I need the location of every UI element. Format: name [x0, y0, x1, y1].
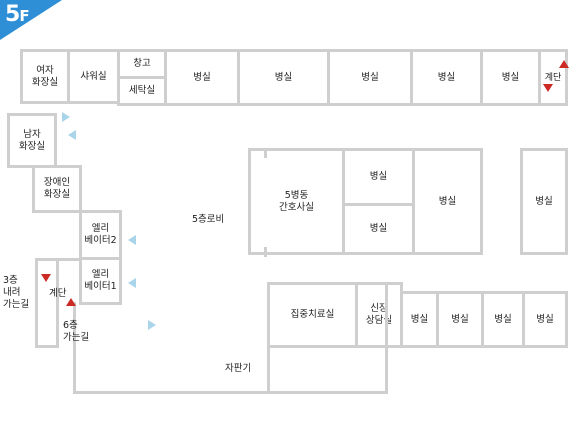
- intensive-care-room[interactable]: 집중치료실: [267, 282, 358, 348]
- ward-top-2[interactable]: 병실: [237, 49, 330, 106]
- floor-badge: [0, 0, 62, 40]
- storage-room[interactable]: 창고: [117, 49, 167, 79]
- ward-top-3[interactable]: 병실: [327, 49, 413, 106]
- wall: [35, 345, 59, 348]
- ward-center-2[interactable]: 병실: [342, 203, 415, 255]
- direction-marker-icon: [148, 320, 156, 330]
- wall: [73, 302, 76, 394]
- ward-bottom-4[interactable]: 병실: [522, 291, 568, 348]
- wall: [73, 391, 388, 394]
- counseling-room[interactable]: 신장 상담실: [355, 282, 403, 348]
- stairs-west-label: 계단: [49, 288, 67, 299]
- elevator-2[interactable]: 엘리 베이터2: [79, 210, 122, 260]
- ward-top-1[interactable]: 병실: [164, 49, 240, 106]
- ward-top-4[interactable]: 병실: [410, 49, 483, 106]
- accessible-restroom[interactable]: 장애인 화장실: [32, 165, 82, 213]
- ward-bottom-1[interactable]: 병실: [400, 291, 439, 348]
- wall: [56, 258, 59, 348]
- womens-restroom[interactable]: 여자 화장실: [20, 49, 70, 104]
- elevator-1[interactable]: 엘리 베이터1: [79, 257, 122, 305]
- wall: [35, 258, 38, 348]
- direction-marker-icon: [62, 112, 70, 122]
- wall: [264, 247, 267, 257]
- stairs-down-arrow-icon: [543, 84, 553, 92]
- ward-top-5[interactable]: 병실: [480, 49, 541, 106]
- nurse-station[interactable]: 5병동 간호사실: [248, 148, 345, 255]
- lobby-label: 5층로비: [192, 214, 225, 225]
- stairs-east[interactable]: 계단: [538, 49, 568, 106]
- stairs-down-arrow-icon: [41, 274, 51, 282]
- mens-restroom[interactable]: 남자 화장실: [7, 113, 57, 168]
- ward-bottom-3[interactable]: 병실: [481, 291, 525, 348]
- floor-label: 5F: [5, 2, 30, 27]
- stairs-up-arrow-icon: [559, 60, 569, 68]
- ward-center-1[interactable]: 병실: [342, 148, 415, 206]
- wall: [385, 282, 388, 394]
- ward-east[interactable]: 병실: [520, 148, 568, 255]
- shower-room[interactable]: 샤워실: [67, 49, 120, 104]
- ward-bottom-2[interactable]: 병실: [436, 291, 484, 348]
- ward-center-3[interactable]: 병실: [412, 148, 483, 255]
- direction-marker-icon: [128, 278, 136, 288]
- to-6f-label: 6층 가는길: [63, 320, 90, 343]
- wall: [267, 282, 270, 394]
- laundry-room[interactable]: 세탁실: [117, 76, 167, 106]
- to-3f-label: 3층 내려 가는길: [3, 275, 30, 310]
- vending-machine-label: 자판기: [225, 363, 252, 374]
- stairs-up-arrow-icon: [66, 298, 76, 306]
- wall: [264, 148, 267, 158]
- direction-marker-icon: [128, 235, 136, 245]
- direction-marker-icon: [68, 130, 76, 140]
